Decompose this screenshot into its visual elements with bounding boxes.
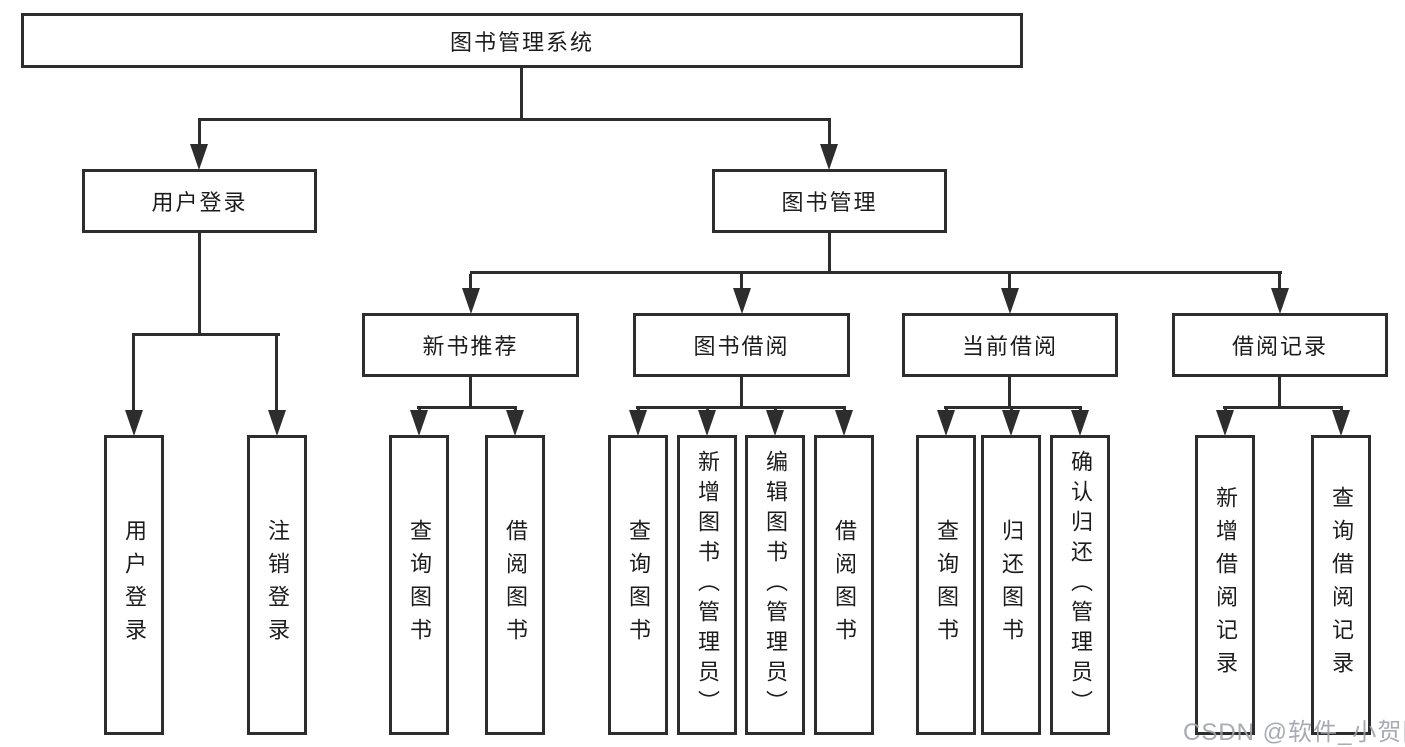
- arrowhead-cb-query: [937, 410, 955, 436]
- arrowhead-leaf-logout: [268, 410, 286, 436]
- arrowhead-bb-borrow: [835, 410, 853, 436]
- connector-arrow-leaf-logout-line: [275, 335, 278, 411]
- leaf-logout: 注销登录: [247, 435, 307, 735]
- connector-arrow-user-login-line: [198, 120, 201, 146]
- leaf-bb-borrow-books-label: 借阅图书: [832, 519, 857, 651]
- leaf-bb-edit-books-admin-label: 编辑图书（管理员）: [763, 450, 788, 720]
- leaf-br-add-record: 新增借阅记录: [1195, 435, 1255, 735]
- node-new-books: 新书推荐: [362, 313, 579, 377]
- connector-book-borrow-horizontal: [636, 406, 846, 409]
- connector-level2-horizontal: [198, 118, 831, 121]
- leaf-user-login: 用户登录: [104, 435, 164, 735]
- node-book-borrow: 图书借阅: [633, 313, 850, 377]
- leaf-cb-query-books: 查询图书: [916, 435, 976, 735]
- leaf-bb-query-books: 查询图书: [608, 435, 668, 735]
- arrowhead-nb-query: [410, 410, 428, 436]
- leaf-logout-label: 注销登录: [265, 519, 290, 651]
- node-current-borrow: 当前借阅: [902, 313, 1118, 377]
- arrowhead-br-query: [1332, 410, 1350, 436]
- arrowhead-current-borrow: [1001, 288, 1019, 314]
- arrowhead-bb-add: [698, 410, 716, 436]
- leaf-bb-edit-books-admin: 编辑图书（管理员）: [745, 435, 805, 735]
- arrowhead-book-mgmt: [820, 144, 838, 170]
- arrowhead-cb-return: [1002, 410, 1020, 436]
- leaf-bb-add-books-admin-label: 新增图书（管理员）: [695, 450, 720, 720]
- connector-book-mgmt-stub: [828, 233, 831, 273]
- connector-arrow-current-borrow-line: [1008, 274, 1011, 290]
- leaf-cb-return-books: 归还图书: [981, 435, 1041, 735]
- connector-current-borrow-stub: [1008, 377, 1011, 408]
- leaf-cb-confirm-return-admin: 确认归还（管理员）: [1050, 435, 1110, 735]
- leaf-cb-confirm-return-admin-label: 确认归还（管理员）: [1068, 450, 1093, 720]
- node-new-books-label: 新书推荐: [422, 334, 519, 359]
- leaf-br-query-record: 查询借阅记录: [1311, 435, 1371, 735]
- leaf-br-query-record-label: 查询借阅记录: [1329, 486, 1354, 684]
- leaf-bb-borrow-books: 借阅图书: [814, 435, 874, 735]
- arrowhead-book-borrow: [733, 288, 751, 314]
- node-book-mgmt-label: 图书管理: [781, 190, 878, 215]
- node-current-borrow-label: 当前借阅: [961, 334, 1058, 359]
- connector-borrow-records-horizontal: [1223, 406, 1343, 409]
- leaf-nb-query-books: 查询图书: [389, 435, 449, 735]
- arrowhead-cb-confirm: [1071, 410, 1089, 436]
- leaf-user-login-label: 用户登录: [122, 519, 147, 651]
- arrowhead-leaf-login: [125, 410, 143, 436]
- leaf-nb-borrow-books: 借阅图书: [485, 435, 545, 735]
- node-root: 图书管理系统: [21, 13, 1023, 68]
- arrowhead-br-add: [1216, 410, 1234, 436]
- arrowhead-borrow-records: [1271, 288, 1289, 314]
- node-user-login: 用户登录: [82, 169, 317, 233]
- node-book-mgmt: 图书管理: [712, 169, 947, 233]
- connector-arrow-borrow-records-line: [1278, 274, 1281, 290]
- arrowhead-bb-query: [629, 410, 647, 436]
- node-root-label: 图书管理系统: [449, 29, 594, 55]
- connector-arrow-new-books-line: [469, 274, 472, 290]
- node-user-login-label: 用户登录: [151, 190, 248, 215]
- leaf-cb-query-books-label: 查询图书: [934, 519, 959, 651]
- connector-current-borrow-horizontal: [944, 406, 1082, 409]
- node-borrow-records-label: 借阅记录: [1231, 334, 1328, 359]
- connector-arrow-book-borrow-line: [740, 274, 743, 290]
- leaf-nb-query-books-label: 查询图书: [407, 519, 432, 651]
- connector-user-login-horizontal: [132, 333, 280, 336]
- connector-user-login-stub: [198, 233, 201, 334]
- arrowhead-bb-edit: [766, 410, 784, 436]
- connector-book-borrow-stub: [740, 377, 743, 408]
- connector-arrow-book-mgmt-line: [828, 120, 831, 146]
- leaf-nb-borrow-books-label: 借阅图书: [503, 519, 528, 651]
- arrowhead-new-books: [462, 288, 480, 314]
- leaf-bb-query-books-label: 查询图书: [626, 519, 651, 651]
- node-borrow-records: 借阅记录: [1172, 313, 1388, 377]
- leaf-cb-return-books-label: 归还图书: [999, 519, 1024, 651]
- leaf-br-add-record-label: 新增借阅记录: [1213, 486, 1238, 684]
- connector-new-books-horizontal: [417, 406, 517, 409]
- arrowhead-user-login: [190, 144, 208, 170]
- csdn-watermark: CSDN @软件_小贺同学: [1183, 719, 1405, 746]
- connector-borrow-records-stub: [1278, 377, 1281, 408]
- node-book-borrow-label: 图书借阅: [693, 334, 790, 359]
- connector-arrow-leaf-login-line: [132, 335, 135, 411]
- leaf-bb-add-books-admin: 新增图书（管理员）: [677, 435, 737, 735]
- connector-new-books-stub: [469, 377, 472, 408]
- arrowhead-nb-borrow: [506, 410, 524, 436]
- connector-root-stub: [520, 67, 523, 119]
- connector-level3-horizontal: [470, 271, 1282, 274]
